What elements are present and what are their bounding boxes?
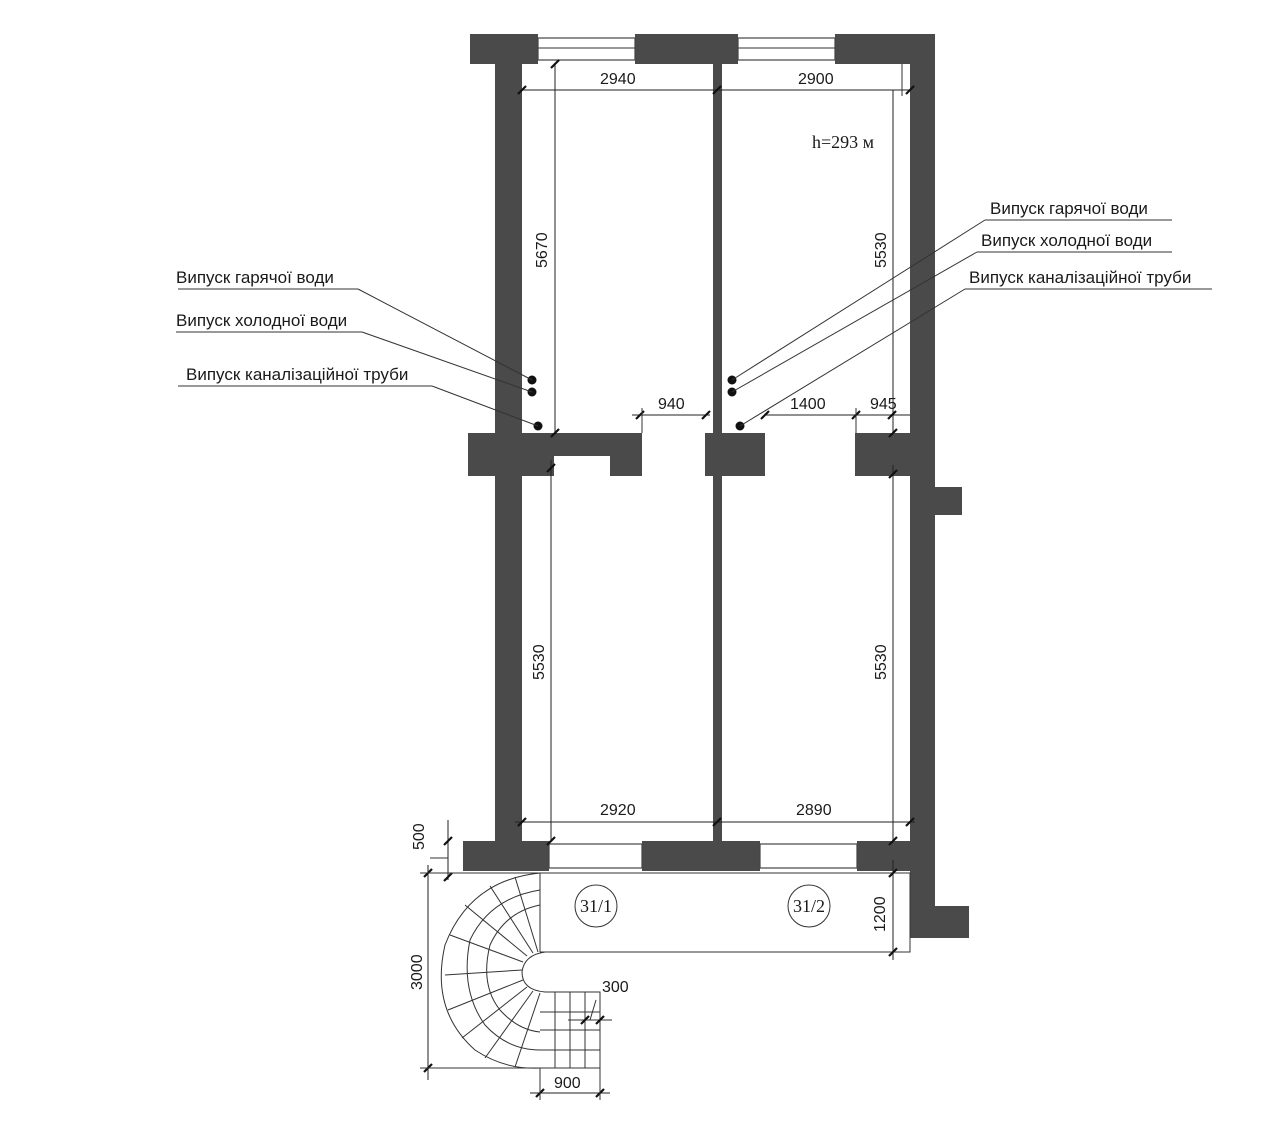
stair-dimension-lines (420, 820, 898, 1100)
mid-wall-left-ledge (554, 433, 642, 476)
marker-label-1: 31/1 (580, 896, 612, 916)
dim-top-left-width: 2940 (600, 71, 636, 88)
room-dimension-lines (515, 59, 915, 846)
left-outer-wall-upper (495, 34, 522, 434)
marker-circle-2 (787, 884, 831, 928)
top-wall-center-pier (635, 34, 738, 64)
dim-top-left-height: 5670 (534, 232, 551, 268)
dim-step-width: 300 (602, 979, 629, 996)
utility-markers (176, 219, 1212, 431)
right-wall-buttress (935, 487, 962, 515)
room-dimension-texts: 2940 2900 5670 5530 940 1400 945 5530 55… (531, 71, 897, 819)
dim-bottom-right-height: 5530 (873, 644, 890, 680)
mid-wall-left-block (468, 433, 554, 476)
marker-circle-1 (574, 884, 618, 928)
dim-bottom-right-width: 2890 (796, 802, 832, 819)
bottom-window-right (759, 843, 858, 869)
right-label-sewer: Випуск каналізаційної труби (969, 268, 1191, 287)
right-wall-bottom (910, 890, 935, 938)
bottom-window-left (548, 843, 643, 869)
left-label-hot-water: Випуск гарячої води (176, 268, 334, 287)
dim-mid-far-right: 945 (870, 396, 897, 413)
left-label-cold-water: Випуск холодної води (176, 311, 347, 330)
dim-stair-width: 900 (554, 1075, 581, 1092)
walls (463, 34, 969, 938)
room-markers: 31/1 31/2 (574, 884, 831, 928)
dim-top-right-width: 2900 (798, 71, 834, 88)
dim-bottom-left-height: 5530 (531, 644, 548, 680)
bottom-wall-left-pier (463, 841, 549, 871)
dim-mid-right-span: 1400 (790, 396, 826, 413)
ceiling-height-label: h=293 м (812, 132, 874, 152)
left-outer-wall-lower (495, 476, 522, 846)
stair-outline (440, 872, 601, 1069)
bottom-wall-center-pier (642, 841, 760, 871)
left-label-sewer: Випуск каналізаційної труби (186, 365, 408, 384)
dim-corridor-depth: 1200 (872, 896, 889, 932)
marker-label-2: 31/2 (793, 896, 825, 916)
right-label-cold-water: Випуск холодної води (981, 231, 1152, 250)
corridor-outline (540, 872, 911, 953)
dim-stair-height: 3000 (409, 954, 426, 990)
top-window-right (737, 37, 836, 61)
mid-wall-center-block (705, 433, 765, 476)
staircase (440, 872, 911, 1069)
stair-dimension-texts: 500 3000 1200 900 300 (409, 823, 889, 1092)
dim-top-right-height: 5530 (873, 232, 890, 268)
mid-wall-right-block (855, 433, 935, 476)
top-window-left (537, 37, 636, 61)
utility-labels: Випуск гарячої води Випуск холодної води… (176, 199, 1191, 384)
dim-wall-offset: 500 (411, 823, 428, 850)
dim-bottom-left-width: 2920 (600, 802, 636, 819)
dim-door-gap: 940 (658, 396, 685, 413)
right-outer-wall-upper (910, 34, 935, 434)
bottom-wall-right-pier (857, 841, 910, 871)
right-wall-bottom-step (935, 906, 969, 938)
right-label-hot-water: Випуск гарячої води (990, 199, 1148, 218)
right-outer-wall-lower (910, 476, 935, 906)
